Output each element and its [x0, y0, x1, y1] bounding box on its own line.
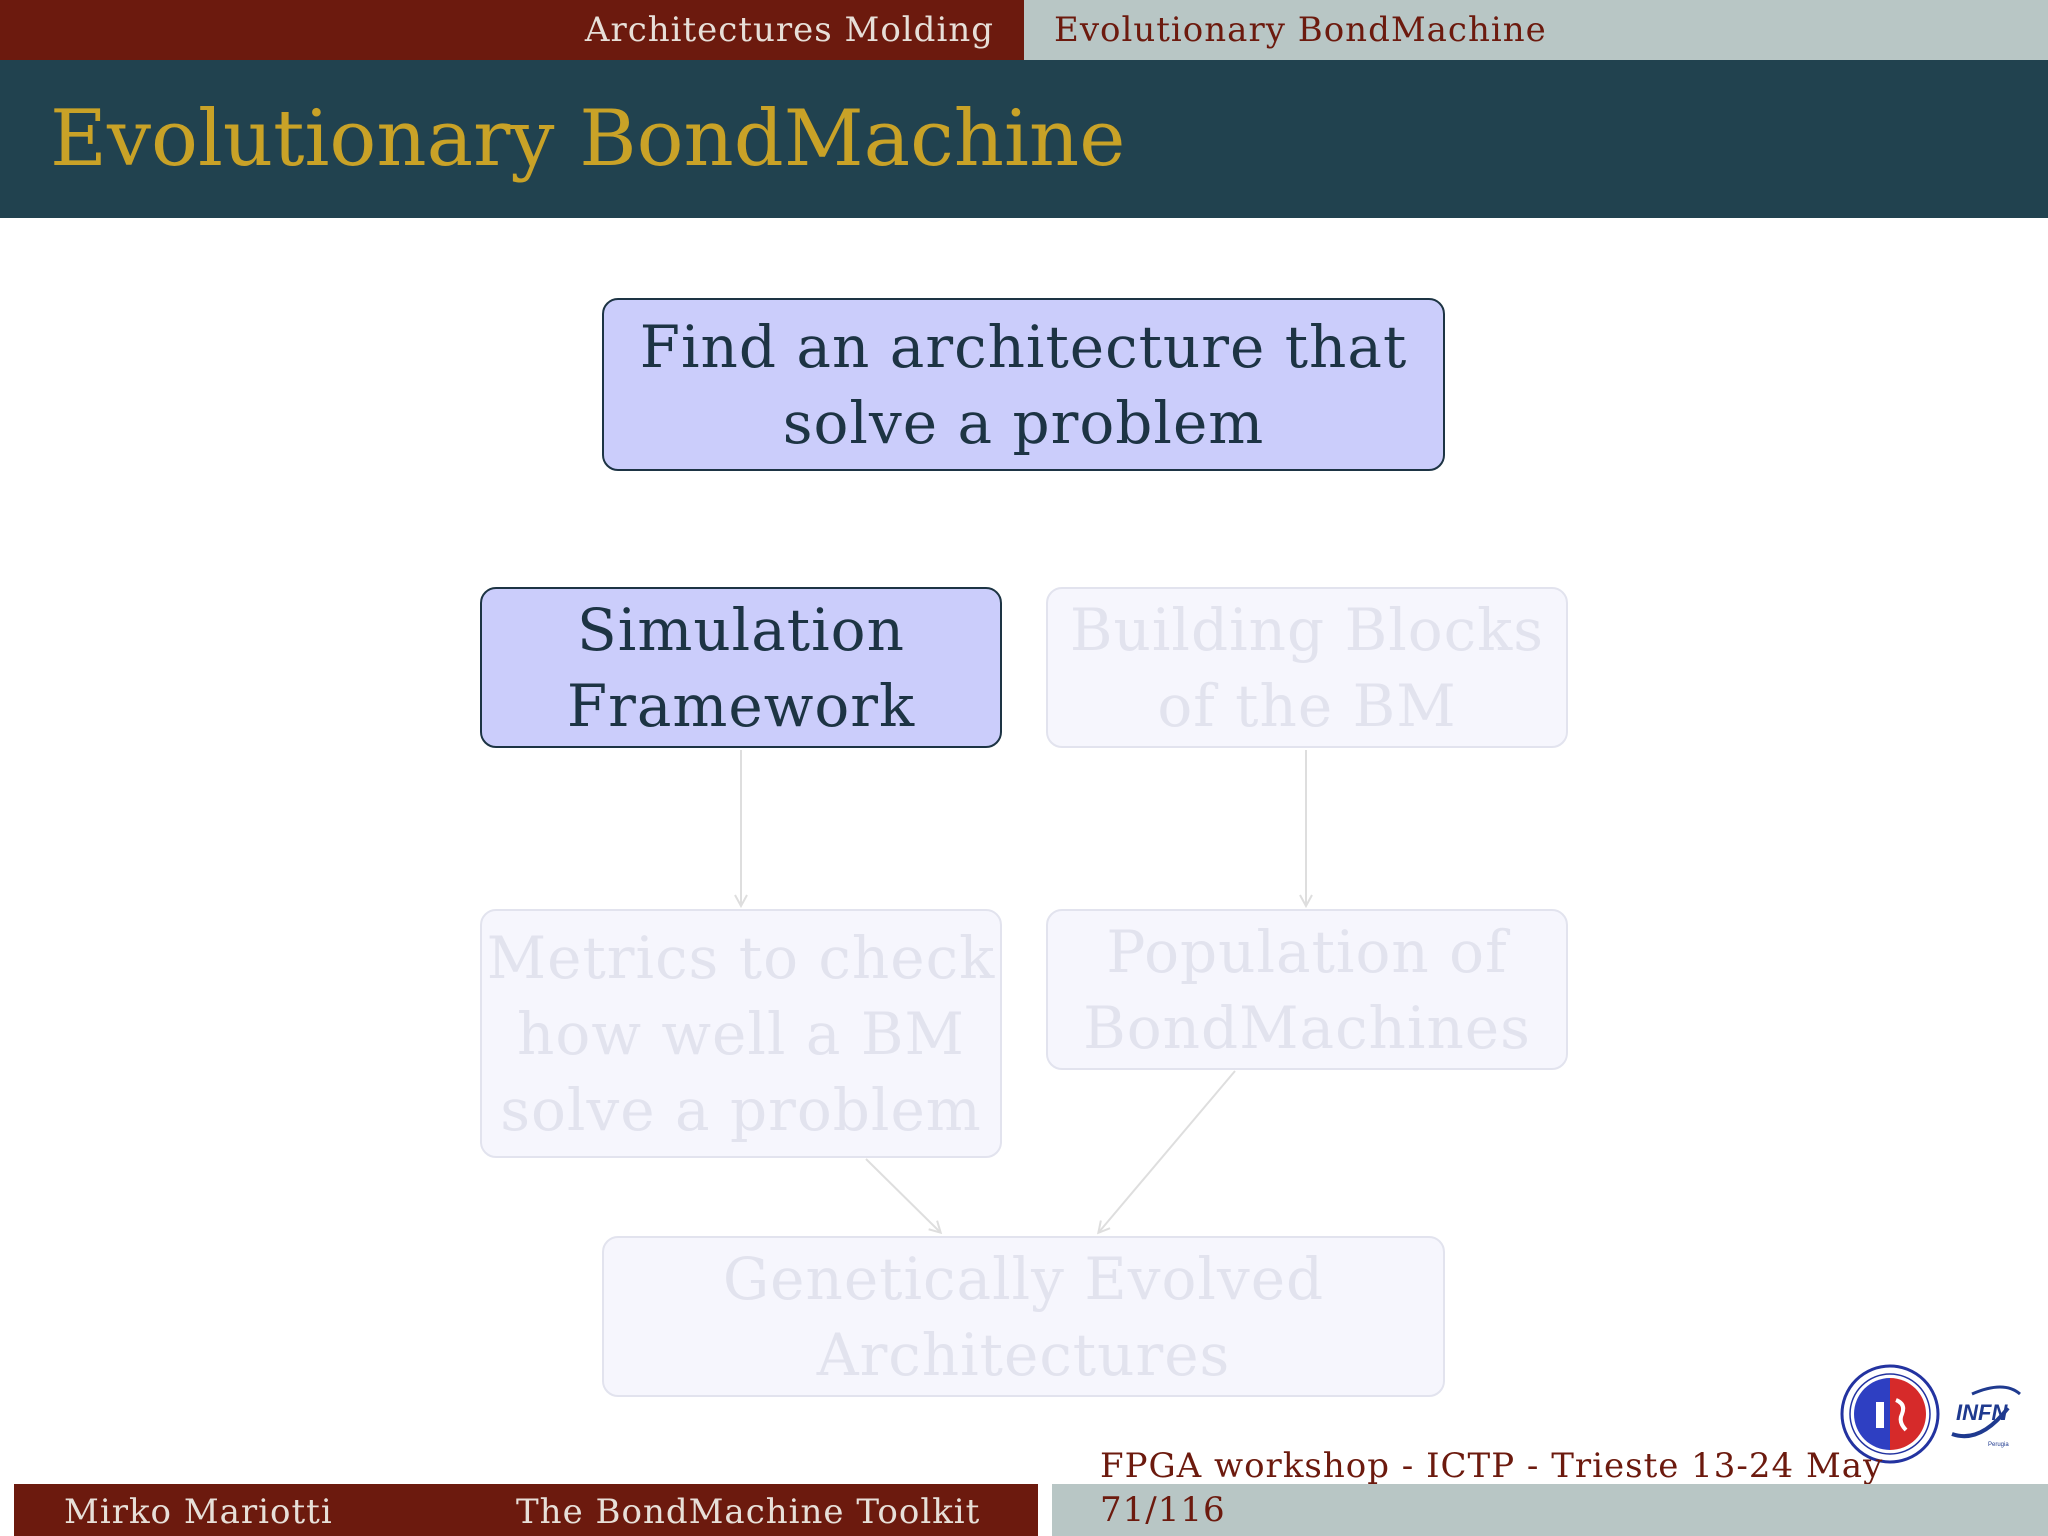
node-population: Population of BondMachines [1046, 909, 1568, 1070]
page-number: 71/116 [1100, 1490, 1226, 1530]
node-blocks-line2: of the BM [1157, 671, 1457, 740]
slide-title: Evolutionary BondMachine [50, 94, 1126, 184]
infn-logo-subtext: Perugia [1988, 1442, 2009, 1448]
infn-logo-text: INFN [1956, 1400, 2008, 1425]
node-simulation-framework: Simulation Framework [480, 587, 1002, 748]
node-sim-line2: Framework [566, 671, 916, 740]
university-seal-logo [1840, 1364, 1940, 1468]
node-genetic: Genetically Evolved Architectures [602, 1236, 1445, 1397]
header-section[interactable]: Architectures Molding [0, 0, 1024, 60]
node-blocks-line1: Building Blocks [1069, 595, 1545, 664]
node-goal-line1: Find an architecture that [639, 312, 1408, 381]
node-genetic-line2: Architectures [816, 1320, 1231, 1389]
node-goal: Find an architecture that solve a proble… [602, 298, 1445, 471]
header-subsection-label: Evolutionary BondMachine [1054, 10, 1547, 50]
node-metrics-line1: Metrics to check [486, 923, 996, 992]
node-sim-line1: Simulation [577, 595, 905, 664]
title-bar: Evolutionary BondMachine [0, 60, 2048, 218]
footer-event: FPGA workshop - ICTP - Trieste 13-24 May [1100, 1446, 1884, 1486]
node-metrics: Metrics to check how well a BM solve a p… [480, 909, 1002, 1158]
footer-right [1052, 1484, 2048, 1536]
node-population-line1: Population of [1106, 917, 1508, 986]
node-population-line2: BondMachines [1083, 993, 1531, 1062]
header-subsection[interactable]: Evolutionary BondMachine [1024, 0, 2048, 60]
header-section-label: Architectures Molding [584, 10, 994, 50]
node-genetic-line1: Genetically Evolved [722, 1244, 1325, 1313]
footer-bar: Mirko Mariotti The BondMachine Toolkit [14, 1484, 2048, 1536]
node-goal-line2: solve a problem [782, 388, 1265, 457]
arrow-metrics-to-genetic [865, 1158, 940, 1232]
footer-talk-title[interactable]: The BondMachine Toolkit [516, 1492, 981, 1532]
footer-author[interactable]: Mirko Mariotti [64, 1492, 333, 1532]
node-metrics-line3: solve a problem [500, 1075, 982, 1144]
footer-left: Mirko Mariotti The BondMachine Toolkit [14, 1484, 1038, 1536]
header-bar: Architectures Molding Evolutionary BondM… [0, 0, 2048, 60]
arrow-population-to-genetic [1099, 1070, 1236, 1232]
infn-logo: INFN Perugia [1944, 1372, 2024, 1456]
node-building-blocks: Building Blocks of the BM [1046, 587, 1568, 748]
node-metrics-line2: how well a BM [517, 999, 965, 1068]
